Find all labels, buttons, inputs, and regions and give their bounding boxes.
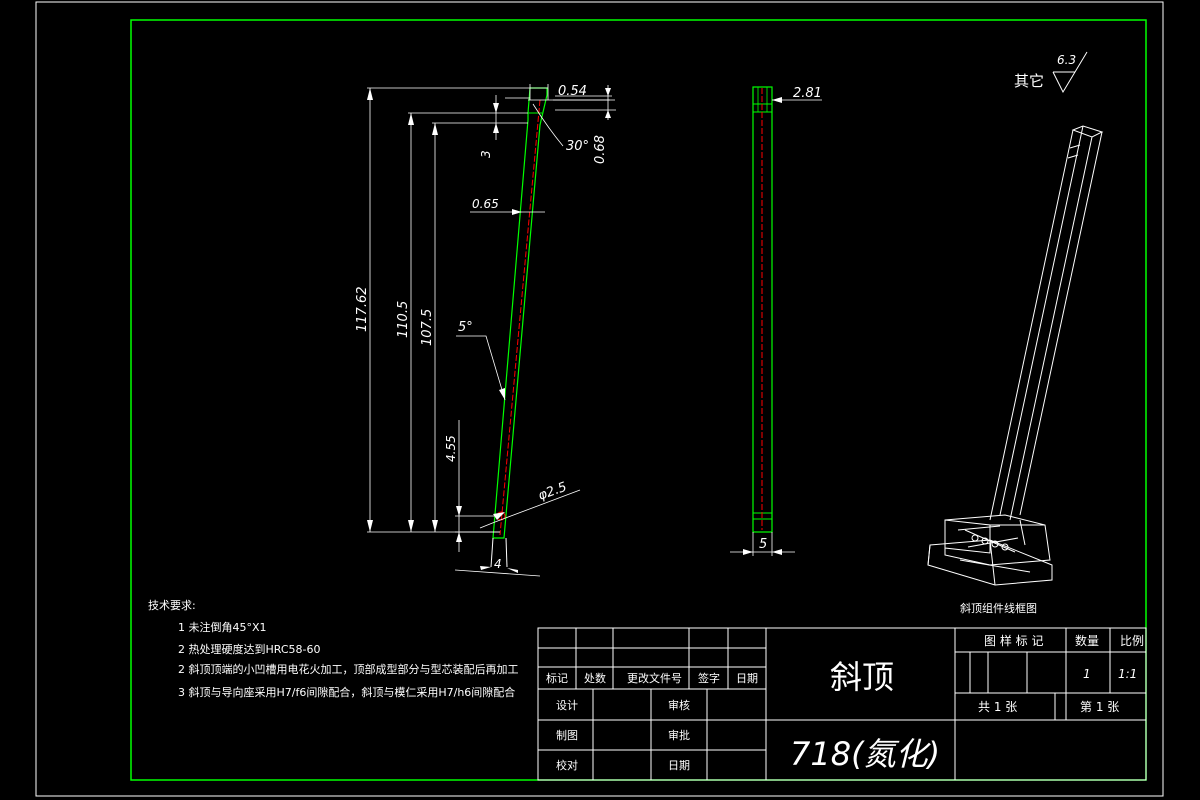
lifter-side-outline [752,86,773,533]
tb-label-draw: 制图 [556,729,578,742]
tb-sheet-no: 第 1 张 [1080,700,1119,714]
tb-label-date: 日期 [668,759,690,772]
dim-total-height: 117.62 [355,287,370,333]
tb-label-approve: 审批 [668,728,690,742]
title-block [537,627,1147,781]
isometric-wireframe-view [927,125,1104,586]
dim-taper-angle: 5° [458,320,473,335]
tech-req-item: 2 斜顶顶端的小凹槽用电花火加工，顶部成型部分与型芯装配后再加工 [178,662,519,676]
tech-req-item: 3 斜顶与导向座采用H7/f6间隙配合，斜顶与模仁采用H7/h6间隙配合 [178,685,515,699]
surface-finish-note: 其它 6.3 [1014,51,1088,94]
tb-label-check: 校对 [556,758,578,772]
part-material: 718(氮化) [790,735,940,773]
dim-step: 3 [479,150,493,158]
surface-finish-label: 其它 [1014,72,1044,90]
front-centerline [499,99,541,536]
dim-side-top-width: 2.81 [793,86,822,101]
dim-mid-width: 0.65 [472,197,499,211]
tb-quantity-value: 1 [1083,667,1091,681]
dim-hole-height: 4.55 [444,435,458,462]
front-view: 0.54 0.68 30° 3 0.65 117.62 110.5 107.5 … [355,84,616,577]
side-view: 2.81 5 [730,86,822,556]
title-block-text: 标记 处数 更改文件号 签字 日期 设计 制图 校对 审核 审批 日期 斜顶 7… [546,633,1144,773]
dim-top-offset: 0.68 [593,135,608,164]
tb-header: 签字 [698,671,720,685]
dim-height-3: 107.5 [420,309,435,346]
tb-header: 日期 [736,672,758,685]
roughness-symbol [1052,51,1088,94]
lifter-front-outline [492,87,548,539]
tb-header: 处数 [584,672,606,685]
tech-req-item: 1 未注倒角45°X1 [178,620,267,634]
surface-finish-value: 6.3 [1057,53,1076,67]
tech-req-item: 2 热处理硬度达到HRC58-60 [178,642,321,656]
tb-scale-header: 比例 [1120,634,1144,648]
tb-header: 更改文件号 [627,671,682,685]
tech-requirements: 技术要求: 1 未注倒角45°X1 2 热处理硬度达到HRC58-60 2 斜顶… [148,599,519,699]
dim-top-angle: 30° [566,139,589,154]
dim-side-bottom-width: 5 [759,537,767,552]
dim-bottom-width: 4 [494,557,502,571]
sheet-outline [35,1,1164,797]
tb-quantity-header: 数量 [1075,633,1099,648]
tb-total-sheets: 共 1 张 [978,700,1017,714]
lifter-bottom-right [505,537,508,568]
tb-stage-mark: 图 样 标 记 [984,633,1043,648]
tech-req-title: 技术要求: [148,599,196,612]
tb-label-review: 审核 [668,698,690,712]
part-name: 斜顶 [830,658,894,696]
tb-header: 标记 [546,671,568,685]
iso-caption: 斜顶组件线框图 [960,601,1037,615]
tb-label-design: 设计 [556,699,578,712]
tb-scale-value: 1:1 [1118,667,1137,681]
dim-top-width: 0.54 [558,84,587,99]
lifter-bottom-left [490,537,494,568]
dim-height-2: 110.5 [396,301,411,338]
